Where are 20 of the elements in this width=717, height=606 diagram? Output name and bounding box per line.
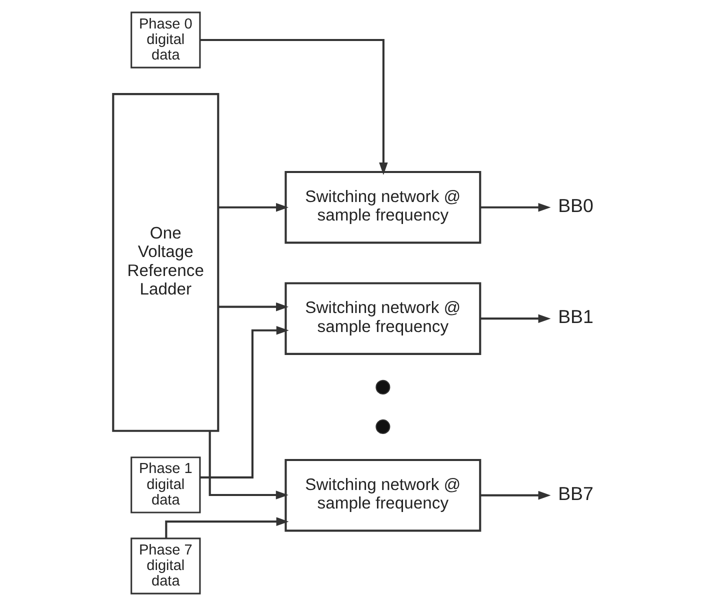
arrow — [200, 326, 289, 479]
node-circle — [376, 419, 390, 434]
node-box: Phase 0 digital data — [130, 12, 201, 68]
node-text: BB7 — [558, 482, 594, 504]
node-text: BB0 — [558, 194, 594, 216]
node-box: Switching network @ sample frequency — [284, 282, 482, 355]
arrow — [208, 431, 288, 500]
arrow — [218, 202, 289, 212]
node-box: One Voltage Reference Ladder — [112, 93, 220, 432]
arrow — [480, 202, 551, 212]
arrow — [480, 490, 551, 500]
node-circle — [376, 380, 390, 394]
node-text: BB1 — [558, 306, 594, 328]
arrow — [218, 302, 289, 312]
node-box: Phase 7 digital data — [130, 538, 201, 594]
arrow — [480, 314, 551, 323]
arrow — [200, 38, 388, 176]
node-box: Phase 1 digital data — [130, 456, 201, 514]
node-box: Switching network @ sample frequency — [284, 170, 482, 244]
node-box: Switching network @ sample frequency — [284, 458, 482, 532]
